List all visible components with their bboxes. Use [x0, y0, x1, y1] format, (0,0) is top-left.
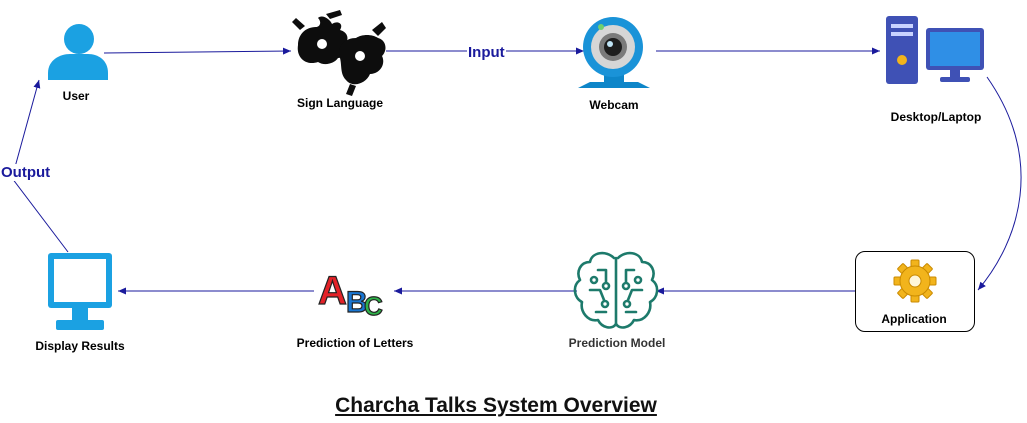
svg-text:C: C — [364, 291, 383, 321]
ai-brain-icon — [573, 251, 659, 329]
node-label-prediction-model: Prediction Model — [568, 336, 666, 350]
node-label-user: User — [62, 89, 90, 103]
webcam-icon — [578, 17, 650, 88]
node-label-desktop: Desktop/Laptop — [890, 110, 982, 124]
edge-label-input: Input — [467, 44, 506, 61]
sign-language-hands-icon — [292, 10, 386, 96]
abc-letters-icon: A B C — [317, 268, 383, 321]
user-icon — [48, 24, 108, 80]
edge-label-output: Output — [0, 164, 52, 181]
node-label-webcam: Webcam — [589, 98, 639, 112]
monitor-icon — [48, 253, 112, 330]
node-label-display-results: Display Results — [35, 339, 125, 353]
desktop-computer-icon — [886, 16, 984, 84]
diagram-title: Charcha Talks System Overview — [335, 394, 657, 417]
edge-user-to-sign — [103, 47, 292, 55]
gear-icon — [893, 259, 937, 303]
svg-text:B: B — [346, 286, 368, 319]
svg-text:A: A — [318, 269, 347, 313]
edge-desktop-to-application — [977, 76, 1022, 291]
node-label-prediction-letters: Prediction of Letters — [296, 336, 414, 350]
node-label-application: Application — [881, 312, 947, 326]
node-label-sign-language: Sign Language — [296, 96, 384, 110]
